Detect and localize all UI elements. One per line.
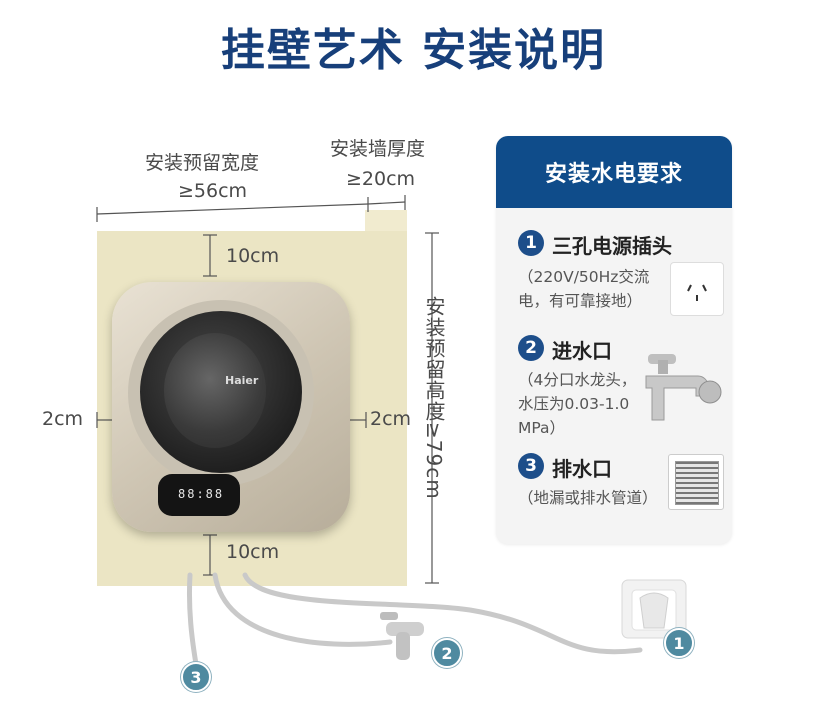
brand-logo: Haier	[225, 374, 259, 387]
right-gap-label: 2cm	[370, 408, 412, 430]
inlet-badge: 2	[432, 638, 462, 668]
item-number: 1	[518, 230, 544, 256]
floor-drain-icon	[668, 454, 724, 510]
outlet-icon	[670, 262, 724, 316]
drain-badge: 3	[181, 662, 211, 692]
top-gap-label: 10cm	[226, 245, 280, 267]
item-desc: （地漏或排水管道）	[518, 489, 658, 507]
item-title: 进水口	[552, 339, 612, 363]
left-gap-label: 2cm	[42, 408, 84, 430]
item-desc: （4分口水龙头， 水压为0.03-1.0 MPa）	[518, 371, 637, 437]
page-title: 挂壁艺术 安装说明	[220, 25, 607, 76]
item-title: 排水口	[552, 457, 612, 481]
power-badge: 1	[664, 628, 694, 658]
faucet-icon	[380, 612, 424, 660]
outlet-icon	[621, 579, 687, 639]
wall-thickness-value: ≥20cm	[346, 168, 416, 190]
control-panel	[158, 474, 240, 516]
item-number: 2	[518, 335, 544, 361]
item-desc: （220V/50Hz交流 电，有可靠接地）	[518, 268, 650, 310]
reserve-width-value: ≥56cm	[178, 180, 248, 202]
panel-display: 88:88	[178, 487, 225, 501]
item-title: 三孔电源插头	[552, 234, 672, 258]
reserve-height-label: 安装预留高度≥79cm	[422, 296, 446, 500]
drum	[164, 333, 266, 448]
item-number: 3	[518, 453, 544, 479]
bottom-gap-label: 10cm	[226, 541, 280, 563]
faucet-icon	[645, 354, 722, 421]
wall-thickness-label: 安装墙厚度	[330, 138, 426, 160]
requirements-header: 安装水电要求	[496, 136, 732, 208]
reserve-width-label: 安装预留宽度	[145, 152, 260, 174]
